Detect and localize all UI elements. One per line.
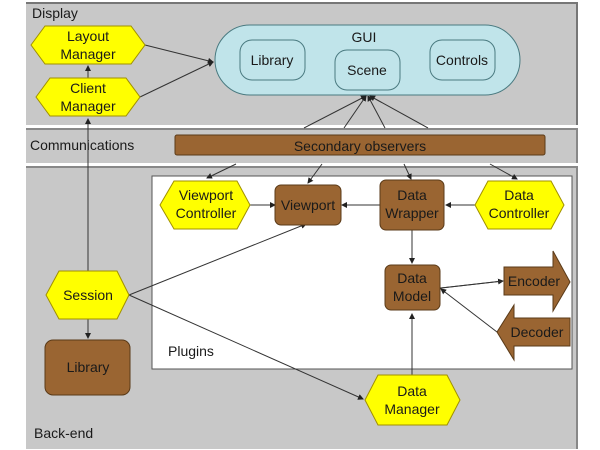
data-controller-node[interactable]: Data Controller <box>474 180 565 230</box>
edge-observer-to-viewport-controller <box>206 163 237 179</box>
svg-text:Data: Data <box>397 187 427 203</box>
svg-text:Controller: Controller <box>176 205 237 221</box>
connections <box>85 44 518 400</box>
svg-text:Manager: Manager <box>60 46 116 62</box>
svg-text:Scene: Scene <box>347 62 387 78</box>
svg-text:Secondary observers: Secondary observers <box>294 138 426 154</box>
edge-client-to-gui <box>139 61 214 98</box>
svg-text:Data: Data <box>397 270 427 286</box>
svg-text:Decoder: Decoder <box>511 324 564 340</box>
backend-layer-label: Back-end <box>34 425 93 441</box>
svg-text:Data: Data <box>504 187 534 203</box>
gui-library[interactable]: Library <box>239 39 306 81</box>
svg-text:Controls: Controls <box>436 52 488 68</box>
edge-encoder-to-data-model <box>435 280 504 292</box>
viewport-node[interactable]: Viewport <box>274 184 342 226</box>
data-manager-node[interactable]: Data Manager <box>364 374 461 426</box>
edge-session-to-viewport <box>128 223 307 296</box>
viewport-controller-node[interactable]: Viewport Controller <box>159 180 251 230</box>
svg-text:Layout: Layout <box>67 28 109 44</box>
svg-text:Wrapper: Wrapper <box>385 205 439 221</box>
svg-text:Controller: Controller <box>489 205 550 221</box>
session-node[interactable]: Session <box>45 270 130 320</box>
svg-text:Library: Library <box>251 52 294 68</box>
edge-observer-to-data-wrapper <box>403 163 412 180</box>
edge-layout-to-gui <box>144 44 214 64</box>
svg-text:Manager: Manager <box>60 98 116 114</box>
gui-controls[interactable]: Controls <box>429 39 496 81</box>
encoder-node[interactable]: Encoder <box>503 250 571 313</box>
data-model-node[interactable]: Data Model <box>384 264 441 311</box>
decoder-node[interactable]: Decoder <box>496 303 571 362</box>
svg-text:Library: Library <box>67 359 110 375</box>
svg-text:Encoder: Encoder <box>508 273 560 289</box>
layout-manager-node[interactable]: Layout Manager <box>30 25 146 65</box>
data-wrapper-node[interactable]: Data Wrapper <box>379 179 445 231</box>
edge-session-to-data-manager <box>128 294 364 400</box>
gui-scene[interactable]: Scene <box>334 49 401 91</box>
edge-observer-to-scene-1 <box>303 95 367 129</box>
secondary-observers-node[interactable]: Secondary observers <box>174 134 546 156</box>
svg-text:Session: Session <box>63 287 113 303</box>
backend-library-node[interactable]: Library <box>44 339 131 396</box>
edge-observer-to-scene-2 <box>343 95 367 129</box>
gui-title: GUI <box>352 29 377 45</box>
svg-text:Client: Client <box>70 80 106 96</box>
svg-text:Model: Model <box>393 288 431 304</box>
svg-text:Viewport: Viewport <box>281 197 335 213</box>
edge-observer-to-data-controller <box>489 163 518 180</box>
svg-text:Manager: Manager <box>384 401 440 417</box>
edge-observer-to-scene-4 <box>369 95 429 129</box>
display-layer-label: Display <box>32 5 78 21</box>
plugins-label: Plugins <box>168 343 214 359</box>
edge-observer-to-viewport <box>307 163 323 184</box>
svg-text:Data: Data <box>397 383 427 399</box>
edge-decoder-to-data-model <box>440 288 498 333</box>
svg-text:Viewport: Viewport <box>179 187 233 203</box>
edge-observer-to-scene-3 <box>367 95 386 129</box>
client-manager-node[interactable]: Client Manager <box>35 77 141 117</box>
communications-layer-label: Communications <box>30 137 134 153</box>
